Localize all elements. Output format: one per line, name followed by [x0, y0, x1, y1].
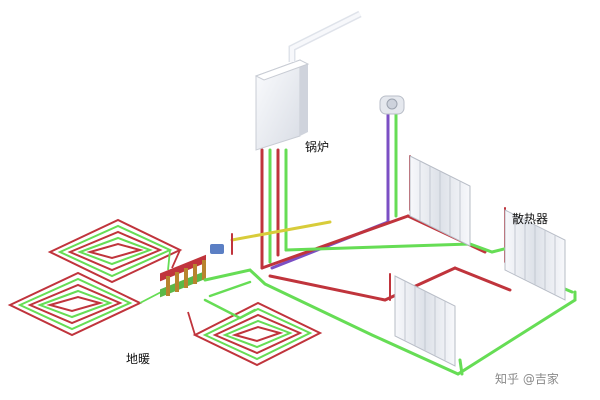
floor-coil-icon — [192, 301, 323, 367]
boiler-icon — [254, 10, 362, 151]
water-heater-icon — [379, 95, 405, 115]
manifold-icon — [160, 244, 224, 298]
floor-heating-label: 地暖 — [126, 352, 151, 366]
floor-coil-icon — [7, 271, 143, 337]
boiler-label: 锅炉 — [305, 140, 330, 154]
watermark: 知乎 @吉家 — [495, 372, 559, 386]
radiator-label: 散热器 — [512, 212, 549, 226]
radiator-icon — [409, 155, 471, 247]
floor-coil-icon — [47, 218, 183, 284]
radiator-icon — [504, 209, 566, 301]
radiator-icon — [394, 275, 456, 367]
